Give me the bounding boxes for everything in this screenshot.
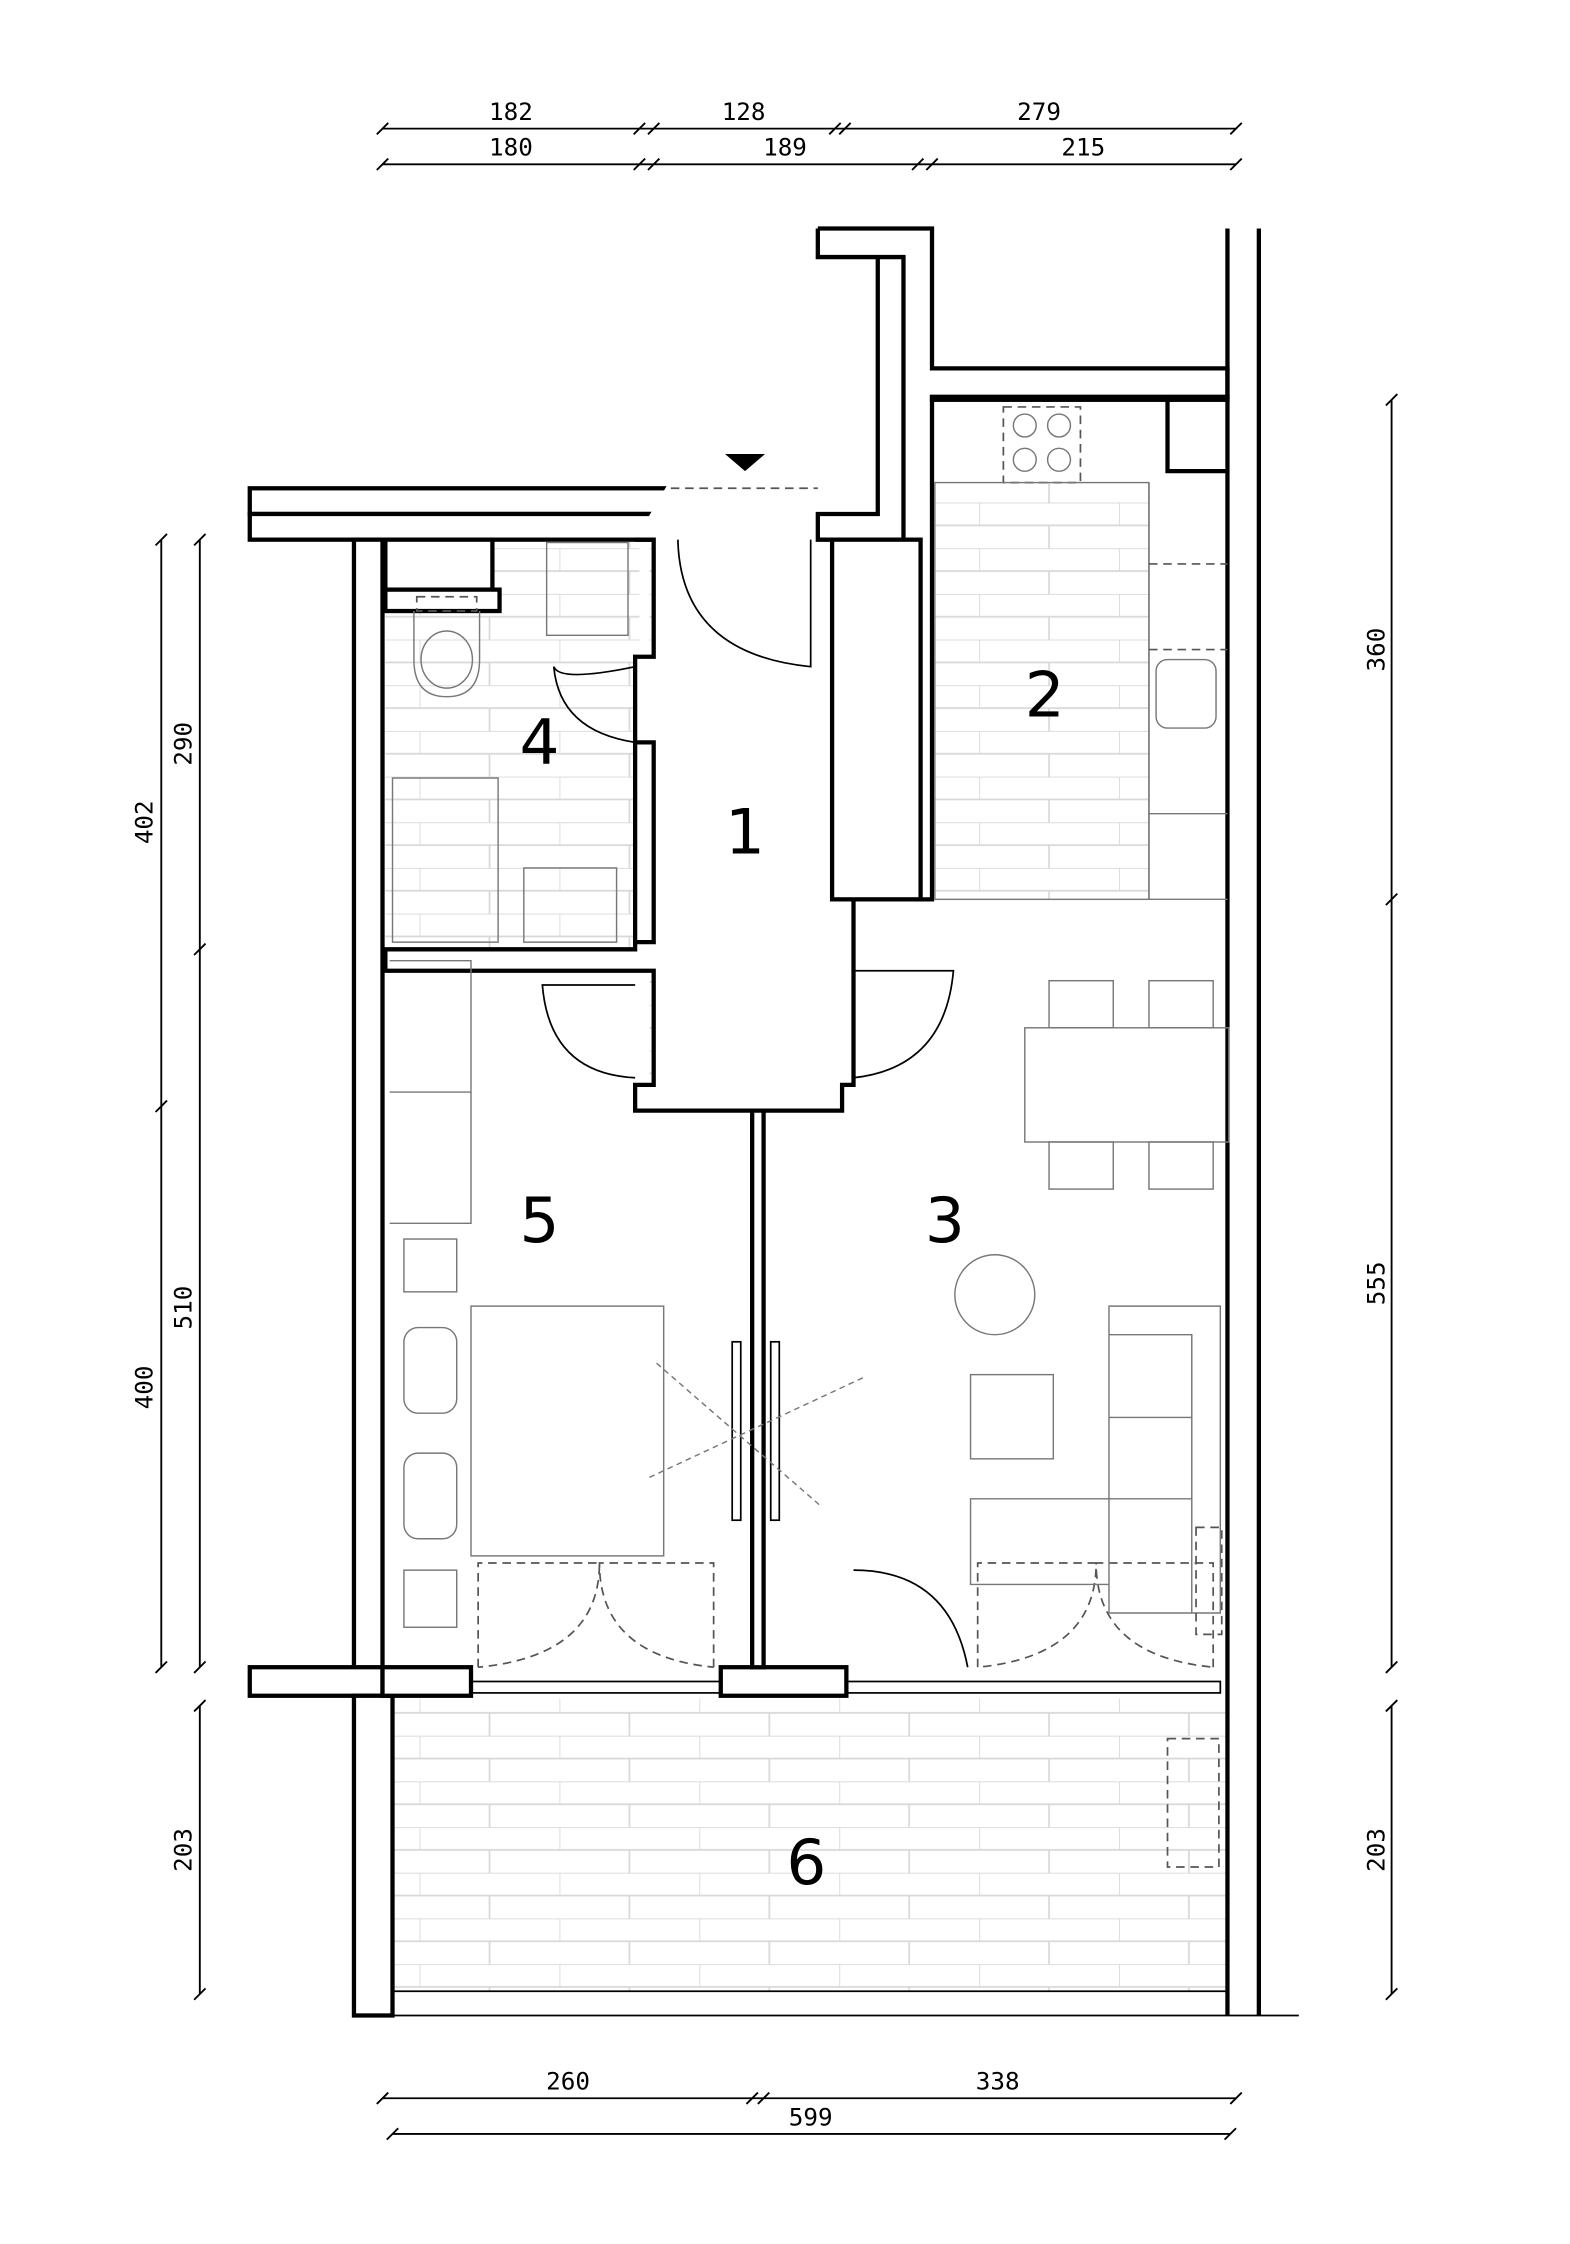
room-label-6: 6 [786, 1826, 826, 1899]
dim-left-510: 510 [168, 1286, 197, 1330]
dim-right-360: 360 [1361, 628, 1390, 672]
furniture [389, 406, 1230, 1868]
room-label-1: 1 [725, 796, 765, 869]
dim-left-203: 203 [168, 1828, 197, 1872]
dim-bottom-599: 599 [789, 2102, 833, 2131]
room-label-2: 2 [1025, 659, 1065, 732]
room-label-3: 3 [925, 1184, 965, 1257]
room-label-5: 5 [520, 1184, 560, 1257]
dim-bottom-260: 260 [546, 2067, 590, 2096]
entrance-arrow-icon [725, 454, 766, 472]
dim-top-279: 279 [1017, 97, 1061, 126]
doors [470, 454, 1222, 1694]
dimension-lines [154, 122, 1398, 2141]
dim-top-128: 128 [722, 97, 766, 126]
walls [247, 226, 1299, 2018]
dim-top-182: 182 [489, 97, 533, 126]
dim-top-189: 189 [763, 133, 807, 162]
dim-top-215: 215 [1061, 133, 1105, 162]
dim-left-400: 400 [130, 1366, 159, 1410]
dim-bottom-338: 338 [976, 2067, 1020, 2096]
dim-right-555: 555 [1361, 1261, 1390, 1305]
dim-left-290: 290 [168, 722, 197, 766]
dim-right-203: 203 [1361, 1828, 1390, 1872]
room-label-4: 4 [520, 706, 560, 779]
dim-left-402: 402 [130, 800, 159, 844]
dim-top-180: 180 [489, 133, 533, 162]
